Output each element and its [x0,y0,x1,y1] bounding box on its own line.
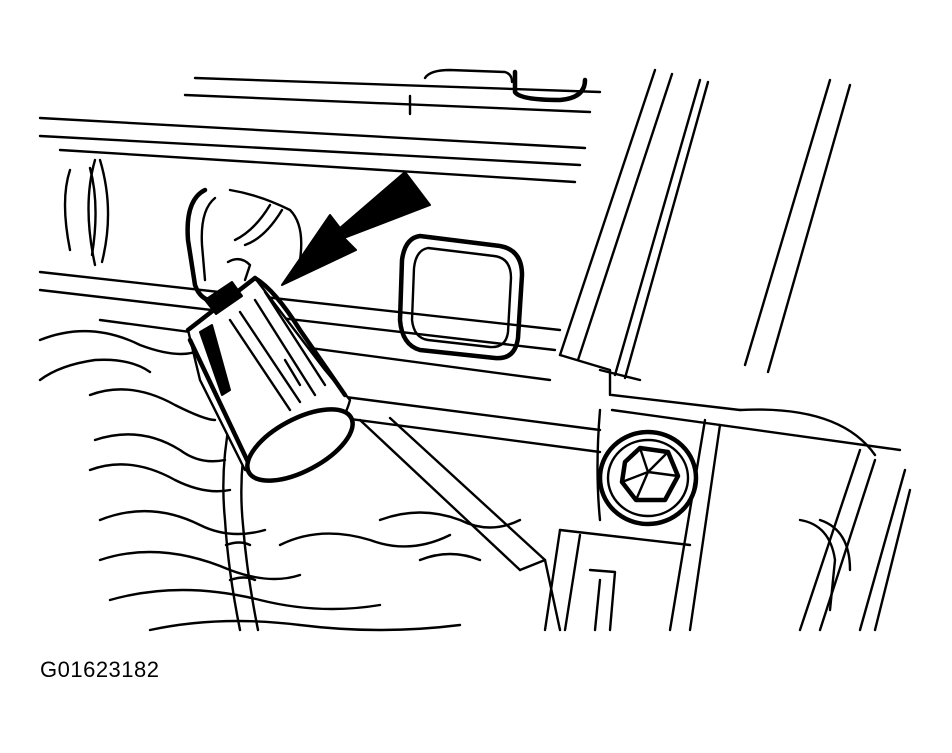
pointer-arrow [281,171,431,286]
main-beam [38,158,602,454]
bolt [596,408,699,527]
upper-panel [38,68,602,184]
lower-molding [38,329,522,632]
lower-bracket [543,418,912,632]
beam-hole [397,233,525,361]
strap [358,416,562,632]
right-pillar [558,68,902,457]
figure-code: G01623182 [40,657,160,682]
connector [185,257,355,483]
